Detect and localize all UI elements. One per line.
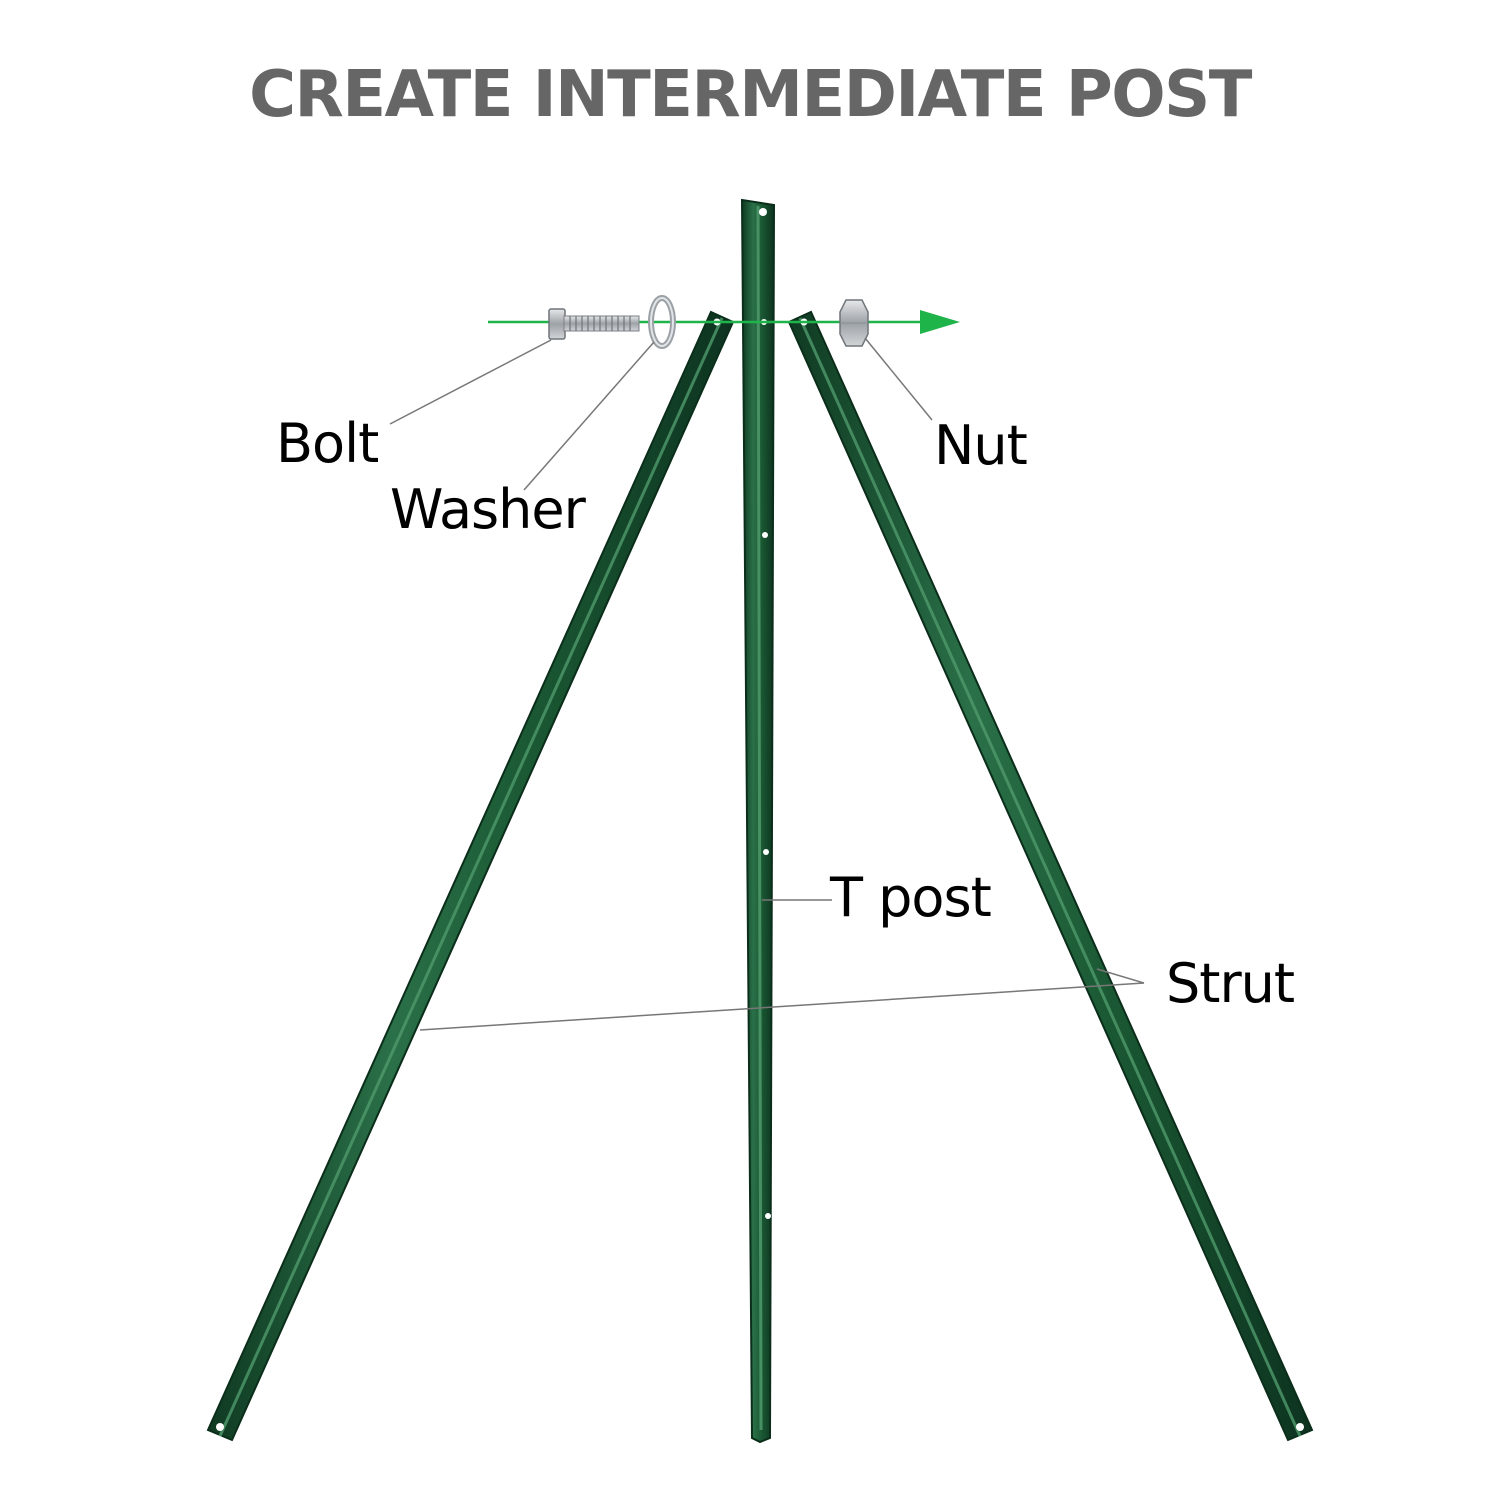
strut-leader-left [419,982,1145,1031]
bolt-label: Bolt [276,412,379,475]
leader-lines [389,337,1145,1031]
t-post [740,198,776,1444]
left-strut [206,310,735,1442]
washer-label: Washer [390,478,586,541]
diagram-title: CREATE INTERMEDIATE POST [249,58,1252,132]
washer-leader [523,341,655,491]
strut-label: Strut [1166,952,1295,1015]
nut-label: Nut [934,414,1028,477]
washer-icon [648,295,676,349]
bolt-icon [548,308,640,340]
strut-leader-right [1096,968,1145,984]
nut-icon [839,299,869,347]
nut-leader [864,337,933,421]
bolt-leader [389,339,552,425]
t-post-label: T post [830,866,992,929]
